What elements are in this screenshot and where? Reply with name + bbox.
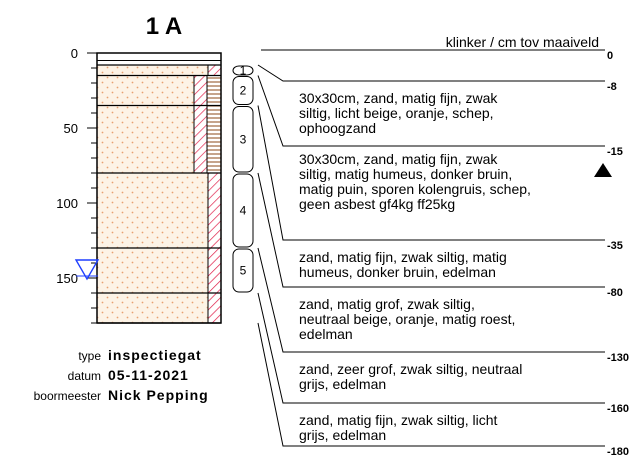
meta-date-value: 05-11-2021 (108, 367, 189, 383)
depth-label: -80 (607, 287, 623, 299)
depth-label: -160 (607, 403, 629, 415)
soil-column (74, 52, 222, 324)
sample-marker: 4 (232, 173, 254, 248)
depth-label: -8 (607, 81, 617, 93)
layer-description-line: zand, matig fijn, zwak siltig, matig (299, 249, 507, 265)
leader-line (257, 105, 605, 241)
leader-line (257, 247, 605, 353)
layer-description-line: neutraal beige, oranje, matig roest, (299, 311, 515, 327)
layer-description-line: zand, matig grof, zwak siltig, (299, 296, 475, 312)
sample-marker: 3 (232, 106, 254, 173)
depth-label: -15 (607, 146, 623, 158)
leader-line (257, 75, 605, 147)
axis-tick-label: 0 (71, 46, 78, 61)
layer-description-line: edelman (299, 326, 353, 342)
sample-marker: 2 (232, 76, 254, 105)
leader-line (257, 322, 605, 447)
meta-driller-label: boormeester (34, 389, 101, 403)
sample-label: 1 (240, 63, 247, 77)
marker-triangle-icon (594, 163, 612, 177)
axis-tick-label: 150 (56, 271, 78, 286)
depth-label: -130 (607, 352, 629, 364)
sample-label: 5 (240, 264, 247, 278)
sample-marker: 1 (232, 63, 254, 77)
column-outline (96, 52, 222, 324)
sample-label: 4 (240, 204, 247, 218)
meta-date-label: datum (68, 369, 101, 383)
humus-lines (207, 75, 221, 173)
groundwater-icon (74, 259, 100, 281)
layer-description-line: grijs, edelman (299, 376, 386, 392)
layer-description-line: 30x30cm, zand, matig fijn, zwak (299, 151, 498, 167)
silt-hatch-upper (194, 75, 207, 173)
meta-driller-value: Nick Pepping (108, 387, 209, 403)
paving-layer (97, 53, 221, 65)
leader-line (257, 292, 605, 404)
axis-tick-label: 50 (64, 121, 78, 136)
sample-marker: 5 (232, 248, 254, 293)
meta-type-label: type (78, 349, 101, 363)
layer-description-line: zand, matig fijn, zwak siltig, licht (299, 412, 498, 428)
leader-line (257, 172, 605, 288)
leader-line (257, 64, 605, 82)
sample-label: 3 (240, 132, 247, 146)
layer-description-line: geen asbest gf4kg ff25kg (299, 196, 455, 212)
layer-description-line: 30x30cm, zand, matig fijn, zwak (299, 90, 498, 106)
depth-axis: 0 50 100 150 (56, 46, 97, 324)
layer-description-line: matig puin, sporen kolengruis, schep, (299, 181, 531, 197)
meta-block: type inspectiegat datum 05-11-2021 boorm… (34, 347, 209, 403)
log-title: 1 A (146, 13, 182, 40)
layer-description-line: ophoogzand (299, 120, 376, 136)
axis-tick-label: 100 (56, 196, 78, 211)
layer-description-line: humeus, donker bruin, edelman (299, 264, 496, 280)
depth-label: 0 (607, 50, 613, 62)
sample-label: 2 (240, 84, 247, 98)
layer-description-line: siltig, matig humeus, donker bruin, (299, 166, 512, 182)
header-label: klinker / cm tov maaiveld (446, 34, 599, 50)
meta-type-value: inspectiegat (108, 347, 202, 363)
layer-description-line: zand, zeer grof, zwak siltig, neutraal (299, 361, 522, 377)
depth-label: -180 (607, 446, 629, 458)
layer-description-line: grijs, edelman (299, 427, 386, 443)
layer-description-line: siltig, licht beige, oranje, schep, (299, 105, 494, 121)
depth-label: -35 (607, 240, 623, 252)
sample-markers: 1 2 3 4 5 (232, 63, 254, 293)
